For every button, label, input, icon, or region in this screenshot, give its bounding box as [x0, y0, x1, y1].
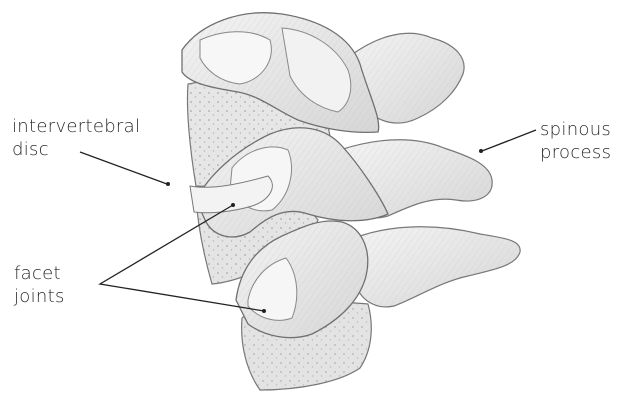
label-spinous-process-line2: process	[540, 141, 620, 164]
label-intervertebral-disc: intervertebral disc	[12, 115, 172, 161]
label-intervertebral-disc-line2: disc	[12, 138, 172, 161]
leader-dot-disc	[166, 182, 170, 186]
leader-line-spinous	[482, 130, 536, 151]
label-spinous-process: spinous process	[540, 118, 620, 164]
bottom-vertebra	[236, 221, 520, 390]
label-spinous-process-line1: spinous	[540, 118, 620, 141]
leader-dot-spinous	[479, 149, 483, 153]
leader-dot-facet-upper	[231, 203, 235, 207]
label-intervertebral-disc-line1: intervertebral	[12, 115, 172, 138]
label-facet-joints-line1: facet	[14, 262, 94, 285]
label-facet-joints: facet joints	[14, 262, 94, 308]
label-facet-joints-line2: joints	[14, 285, 94, 308]
leader-dot-facet-lower	[262, 309, 266, 313]
